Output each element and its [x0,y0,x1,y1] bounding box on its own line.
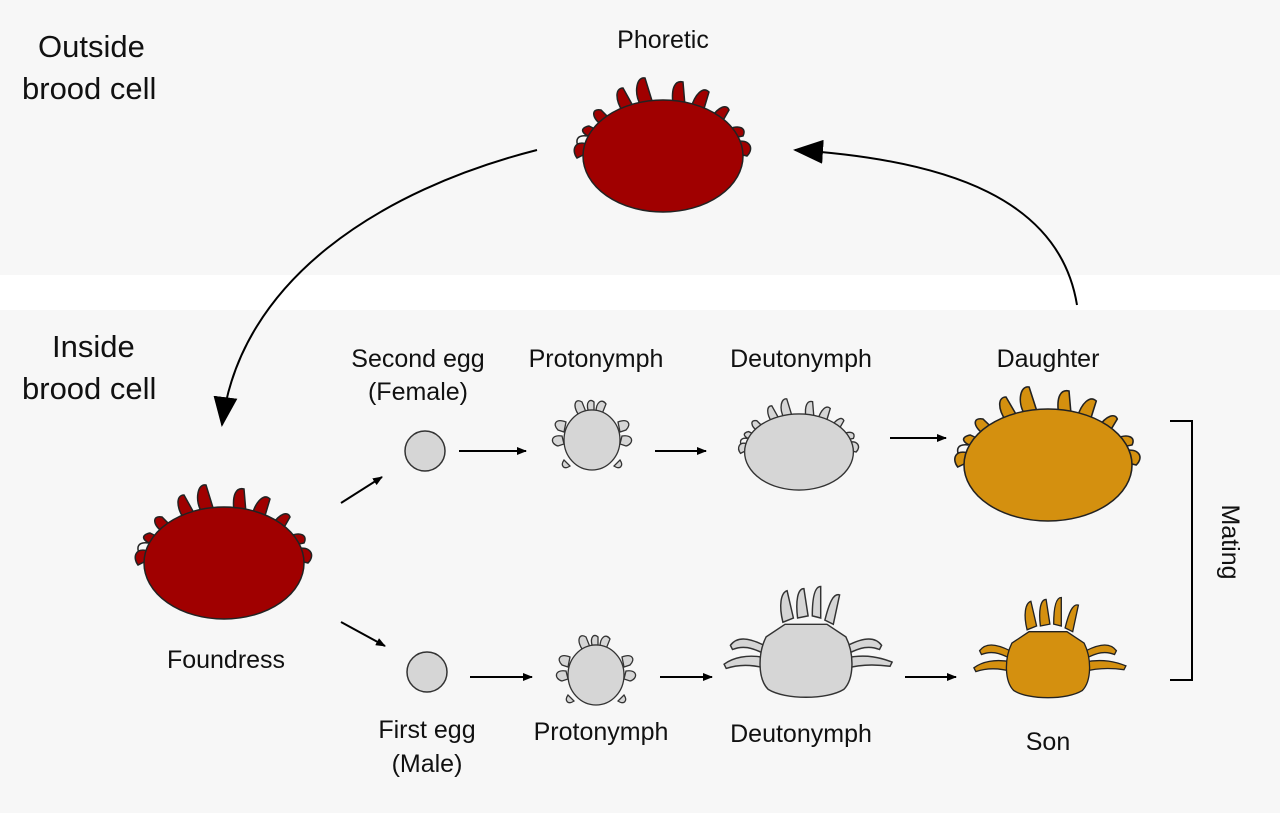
deutonymph-female-label: Deutonymph [730,345,872,373]
foundress-label: Foundress [167,646,285,674]
mating-bracket [1170,420,1193,681]
cycle-arrow-to-foundress [213,149,538,427]
phoretic-label: Phoretic [617,26,709,54]
outside-label-line2: brood cell [22,71,156,106]
second-egg [404,430,446,472]
first-egg-label-line1: First egg [378,716,475,744]
daughter-label: Daughter [997,345,1100,373]
second-egg-label-line2: (Female) [368,378,468,406]
deutonymph-male-label: Deutonymph [730,720,872,748]
arrow-foundress-first-egg [340,621,386,647]
protonymph-male-label: Protonymph [534,718,669,746]
son-label: Son [1026,728,1070,756]
first-egg-label-line2: (Male) [392,750,463,778]
inside-label-line1: Inside [52,329,135,364]
protonymph-female-label: Protonymph [529,345,664,373]
arrow-foundress-second-egg [340,476,383,504]
cycle-arrow-to-phoretic [793,139,1078,306]
second-egg-label-line1: Second egg [351,345,484,373]
outside-label-line1: Outside [38,29,145,64]
first-egg [406,651,448,693]
inside-label-line2: brood cell [22,371,156,406]
mating-label: Mating [1216,504,1244,579]
